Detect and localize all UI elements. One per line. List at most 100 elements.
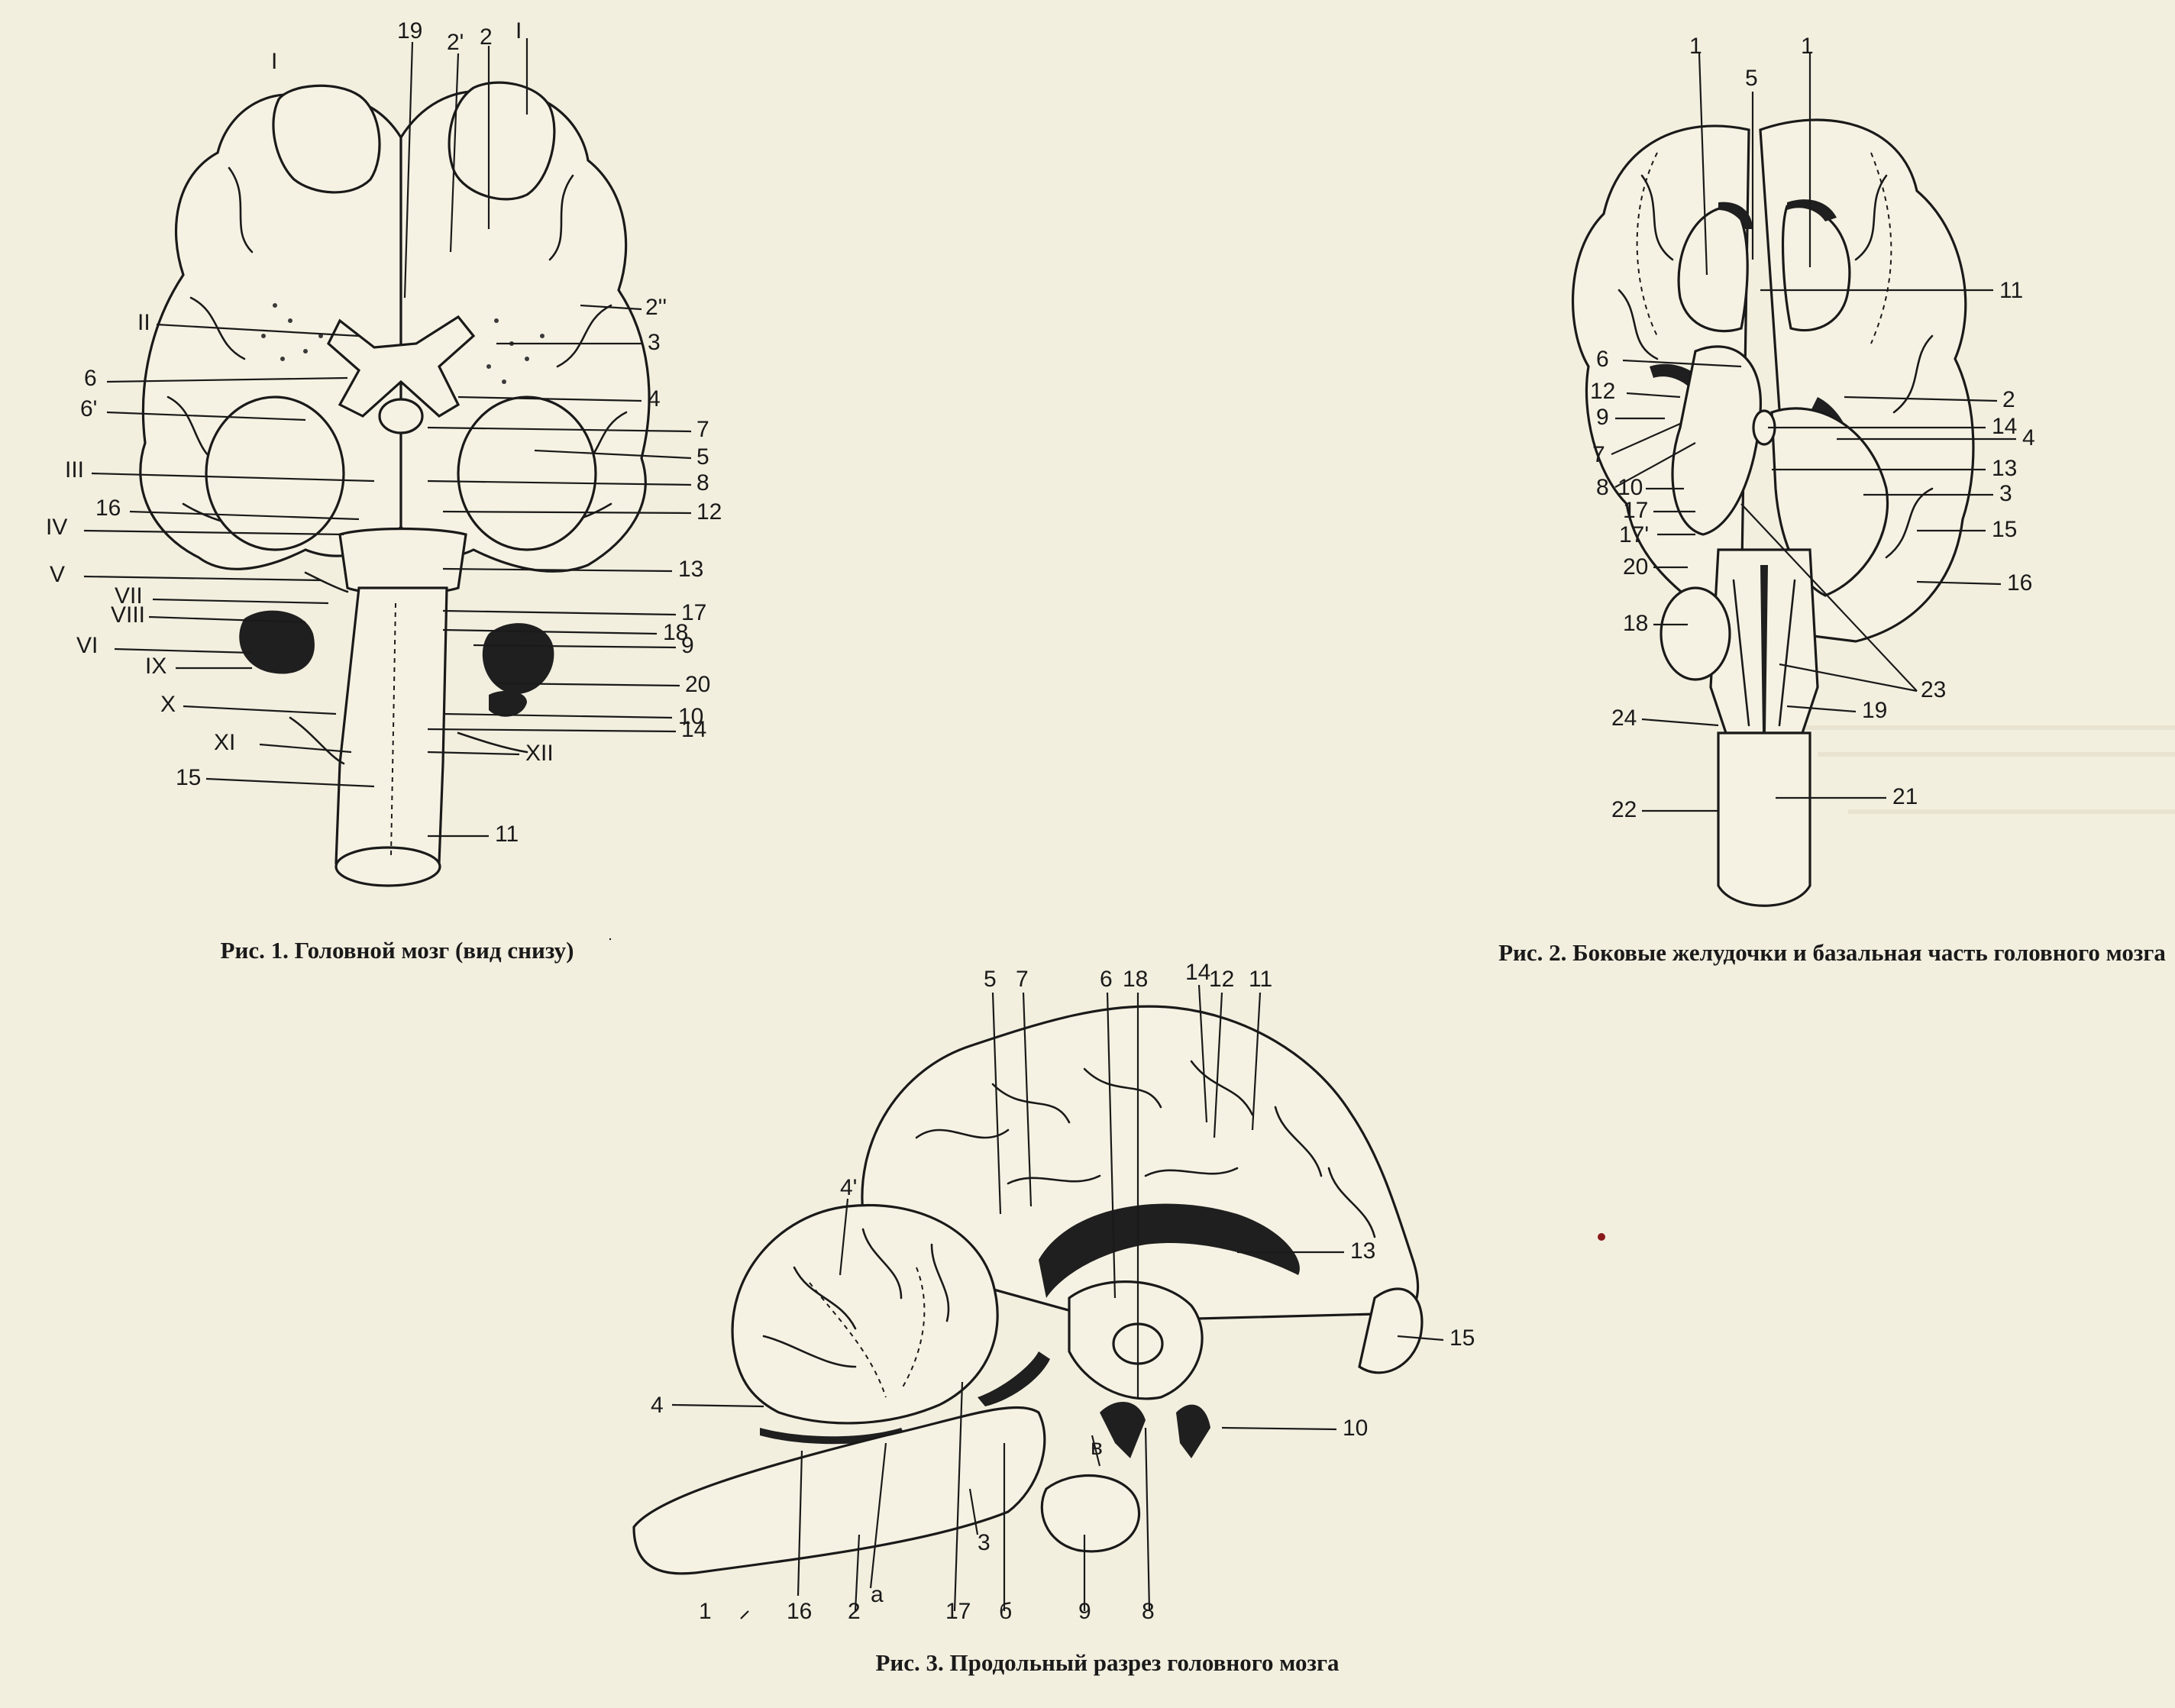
figure-2: 1 5 1 11 6 12 2 9 14 4 7 13 8 3 10 17 15… <box>1489 0 2175 1015</box>
fig1-label: IV <box>46 515 67 540</box>
figure-1: I 19 2' 2 I 2'' II 3 6 4 6' 7 5 III 8 16… <box>0 0 764 985</box>
fig1-label: 17 <box>681 600 706 625</box>
fig1-label: 4 <box>648 386 661 412</box>
fig1-label: I <box>271 49 277 74</box>
fig2-label: 8 <box>1596 475 1609 500</box>
corpus-callosum <box>1039 1203 1300 1298</box>
fig1-label: 18 <box>663 620 688 645</box>
fig2-label: 24 <box>1611 705 1637 731</box>
fig1-label: III <box>65 457 84 483</box>
brainstem <box>632 1406 1046 1575</box>
fig2-label: 16 <box>2007 570 2032 596</box>
fig1-label: 14 <box>681 717 706 742</box>
fig2-label: 14 <box>1992 414 2017 439</box>
bleed-through-line <box>1848 809 2175 814</box>
fig1-label: 6 <box>84 366 97 391</box>
fig1-label: 19 <box>397 18 422 44</box>
fig1-label: 20 <box>685 672 710 697</box>
hypophysis <box>1040 1474 1141 1553</box>
lateral-ventricle-left <box>1677 205 1749 333</box>
figure-2-labels: 1 5 1 11 6 12 2 9 14 4 7 13 8 3 10 17 15… <box>1590 34 2035 822</box>
fig3-label: 6 <box>1100 967 1113 992</box>
fig2-label: 17' <box>1619 522 1649 547</box>
fig3-label: 4 <box>651 1393 664 1418</box>
fig2-label: 23 <box>1921 677 1946 702</box>
fig1-label: IX <box>145 654 166 679</box>
medulla-oblongata <box>334 586 448 864</box>
fig3-label: 12 <box>1209 967 1234 992</box>
fig1-label: 13 <box>678 557 703 582</box>
third-ventricle-recess <box>1100 1402 1146 1458</box>
cerebellar-peduncle-left <box>1660 586 1731 681</box>
figure-1-drawing: I 19 2' 2 I 2'' II 3 6 4 6' 7 5 III 8 16… <box>46 18 722 887</box>
figure-2-drawing: 1 5 1 11 6 12 2 9 14 4 7 13 8 3 10 17 15… <box>1571 34 2035 907</box>
figure-1-caption: Рис. 1. Головной мозг (вид снизу) <box>220 937 574 964</box>
fig1-label: 5 <box>696 444 709 470</box>
fig1-label: V <box>50 562 65 587</box>
aqueduct <box>978 1351 1050 1406</box>
fig1-label: I <box>515 18 522 44</box>
fig3-label: 4' <box>840 1175 857 1200</box>
pons <box>338 527 467 596</box>
fig2-label: 1 <box>1801 34 1814 59</box>
fig1-label: 12 <box>696 499 722 525</box>
figure-3: 5 7 6 18 14 12 11 4' 13 15 4 10 в 3 1 16… <box>609 938 1604 1708</box>
fig3-label: 8 <box>1142 1599 1155 1624</box>
fig2-label: 5 <box>1745 66 1758 91</box>
figure-1-labels: I 19 2' 2 I 2'' II 3 6 4 6' 7 5 III 8 16… <box>46 18 722 847</box>
figure-3-leaders <box>609 938 1444 1619</box>
fig3-label: 2 <box>848 1599 861 1624</box>
fig2-label: 10 <box>1618 475 1643 500</box>
fig1-label: 2 <box>480 24 493 50</box>
fig1-label: 8 <box>696 470 709 496</box>
fig3-label: б <box>999 1599 1012 1624</box>
bleed-through-line <box>1818 752 2175 757</box>
fig1-label: VII <box>115 583 143 609</box>
fig3-label: а <box>871 1582 884 1607</box>
fig2-label: 21 <box>1892 784 1918 809</box>
fig2-label: 17 <box>1623 498 1648 523</box>
optic-chiasm <box>327 315 476 418</box>
piriform-lobe-left <box>205 396 345 551</box>
fig2-label: 13 <box>1992 456 2017 481</box>
figure-2-caption: Рис. 2. Боковые желудочки и базальная ча… <box>1498 939 2166 966</box>
fig3-label: 3 <box>978 1530 991 1555</box>
olfactory-bulb <box>1358 1287 1424 1374</box>
fig2-label: 19 <box>1862 698 1887 723</box>
fig3-label: 18 <box>1123 967 1148 992</box>
fig2-label: 2 <box>2002 387 2015 412</box>
bleed-through-line <box>1795 725 2175 730</box>
fig1-label: 9 <box>681 633 694 658</box>
fig1-label: 6' <box>80 396 97 421</box>
fig2-label: 9 <box>1596 405 1609 430</box>
fig3-label: 14 <box>1185 960 1210 985</box>
fig1-label: 7 <box>696 417 709 442</box>
flocculus-right <box>482 623 554 694</box>
fig2-label: 20 <box>1623 554 1648 580</box>
lateral-ventricle-right <box>1781 205 1851 332</box>
fig1-label: 16 <box>95 496 121 521</box>
fig3-label: 13 <box>1350 1238 1375 1264</box>
fig2-label: 12 <box>1590 379 1615 404</box>
fig2-label: 1 <box>1689 34 1702 59</box>
flocculus-left <box>239 610 315 674</box>
fig3-label: 11 <box>1249 967 1272 992</box>
hypophysis <box>378 398 424 434</box>
olfactory-bulb-right <box>448 81 556 201</box>
optic-recess <box>1176 1404 1210 1458</box>
fig2-label: 7 <box>1592 442 1605 467</box>
fig1-label: 2' <box>447 30 464 55</box>
figure-3-caption: Рис. 3. Продольный разрез головного мозг… <box>875 1649 1340 1676</box>
fig2-label: 11 <box>1999 278 2023 303</box>
fig2-label: 22 <box>1611 797 1637 822</box>
spinal-cord <box>1717 731 1811 907</box>
fig3-label: 16 <box>787 1599 812 1624</box>
fig2-label: 15 <box>1992 517 2017 542</box>
fig3-label: 17 <box>945 1599 971 1624</box>
figure-3-drawing: 5 7 6 18 14 12 11 4' 13 15 4 10 в 3 1 16… <box>609 938 1475 1624</box>
fig1-label: 3 <box>648 330 661 355</box>
fig1-label: 10 <box>678 704 703 729</box>
fig1-label: XI <box>214 730 235 755</box>
ink-spot <box>1598 1233 1605 1241</box>
fig1-label: VI <box>76 633 98 658</box>
